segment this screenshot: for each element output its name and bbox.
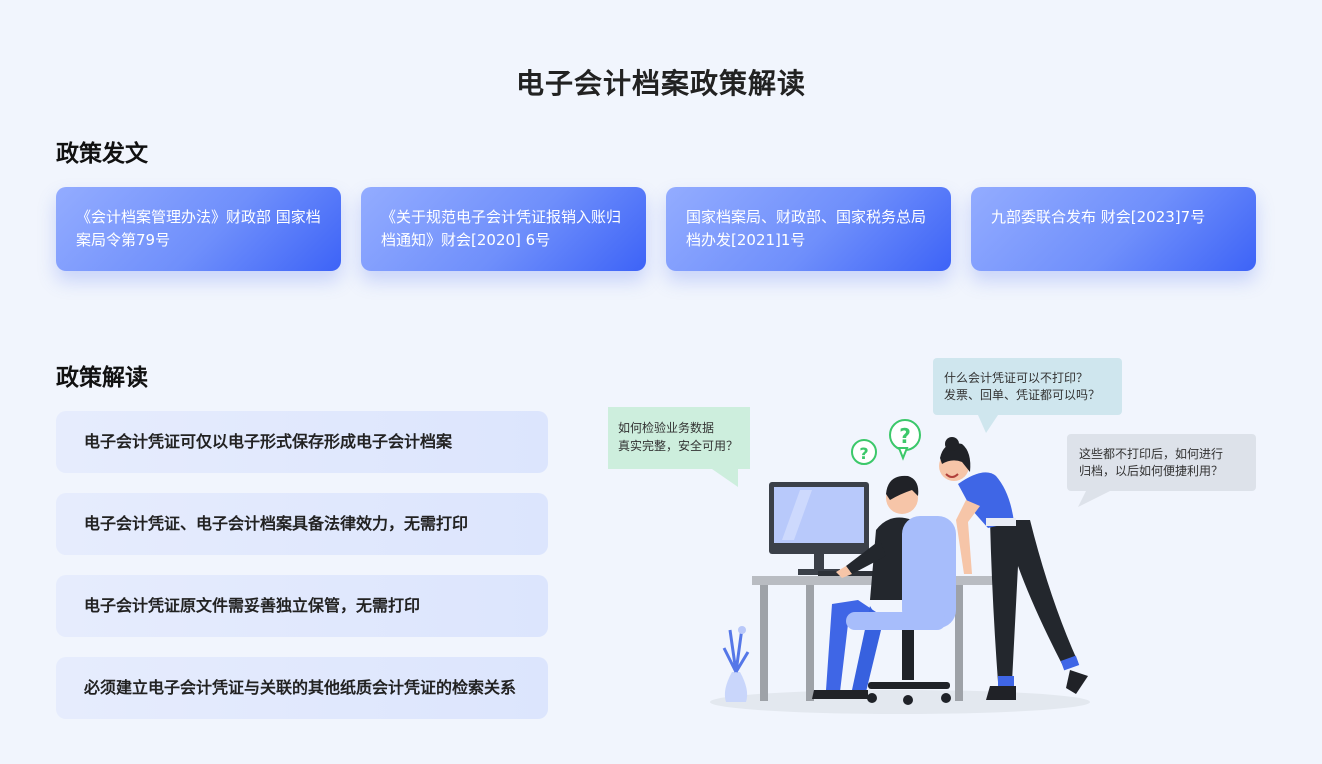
policy-reading-item-1[interactable]: 电子会计凭证可仅以电子形式保存形成电子会计档案 bbox=[56, 411, 548, 473]
speech-bubble-right: 这些都不打印后，如何进行 归档，以后如何便捷利用？ bbox=[1067, 434, 1256, 507]
policy-doc-label: 国家档案局、财政部、国家税务总局档办发[2021]1号 bbox=[686, 208, 927, 249]
policy-doc-label: 《会计档案管理办法》财政部 国家档案局令第79号 bbox=[76, 208, 321, 249]
svg-text:?: ? bbox=[859, 444, 868, 463]
speech-bubble-left: 如何检验业务数据 真实完整，安全可用？ bbox=[608, 407, 750, 487]
bubble-right-line1: 这些都不打印后，如何进行 bbox=[1079, 446, 1223, 461]
question-mark-icon: ? bbox=[851, 439, 877, 465]
office-chair bbox=[846, 516, 956, 705]
page-title: 电子会计档案政策解读 bbox=[515, 67, 806, 100]
bubble-top-line1: 什么会计凭证可以不打印？ bbox=[944, 370, 1088, 385]
bubble-right-line2: 归档，以后如何便捷利用？ bbox=[1079, 463, 1223, 478]
speech-bubble-top: 什么会计凭证可以不打印？ 发票、回单、凭证都可以吗？ bbox=[933, 358, 1122, 433]
computer-monitor bbox=[769, 482, 874, 576]
policy-doc-label: 九部委联合发布 财会[2023]7号 bbox=[991, 208, 1206, 226]
policy-reading-item-2[interactable]: 电子会计凭证、电子会计档案具备法律效力，无需打印 bbox=[56, 493, 548, 555]
bubble-left-line1: 如何检验业务数据 bbox=[618, 420, 714, 435]
svg-text:?: ? bbox=[899, 424, 911, 448]
bubble-left-line2: 真实完整，安全可用？ bbox=[618, 438, 738, 453]
policy-doc-label: 《关于规范电子会计凭证报销入账归档通知》财会[2020] 6号 bbox=[381, 208, 622, 249]
policy-reading-item-4[interactable]: 必须建立电子会计凭证与关联的其他纸质会计凭证的检索关系 bbox=[56, 657, 548, 719]
bubble-top-line2: 发票、回单、凭证都可以吗？ bbox=[944, 387, 1100, 402]
section-title-policy-docs: 政策发文 bbox=[56, 141, 148, 167]
flower-vase bbox=[722, 626, 750, 702]
standing-woman bbox=[939, 437, 1088, 700]
question-mark-icon: ? bbox=[889, 419, 921, 461]
section-title-policy-reading: 政策解读 bbox=[56, 365, 148, 391]
policy-doc-card-2[interactable]: 《关于规范电子会计凭证报销入账归档通知》财会[2020] 6号 bbox=[361, 187, 646, 271]
policy-doc-card-1[interactable]: 《会计档案管理办法》财政部 国家档案局令第79号 bbox=[56, 187, 341, 271]
policy-doc-card-3[interactable]: 国家档案局、财政部、国家税务总局档办发[2021]1号 bbox=[666, 187, 951, 271]
policy-doc-card-4[interactable]: 九部委联合发布 财会[2023]7号 bbox=[971, 187, 1256, 271]
policy-doc-list: 《会计档案管理办法》财政部 国家档案局令第79号 《关于规范电子会计凭证报销入账… bbox=[56, 187, 1256, 271]
office-illustration: 如何检验业务数据 真实完整，安全可用？ 什么会计凭证可以不打印？ 发票、回单、凭… bbox=[608, 358, 1256, 714]
policy-reading-item-3[interactable]: 电子会计凭证原文件需妥善独立保管，无需打印 bbox=[56, 575, 548, 637]
